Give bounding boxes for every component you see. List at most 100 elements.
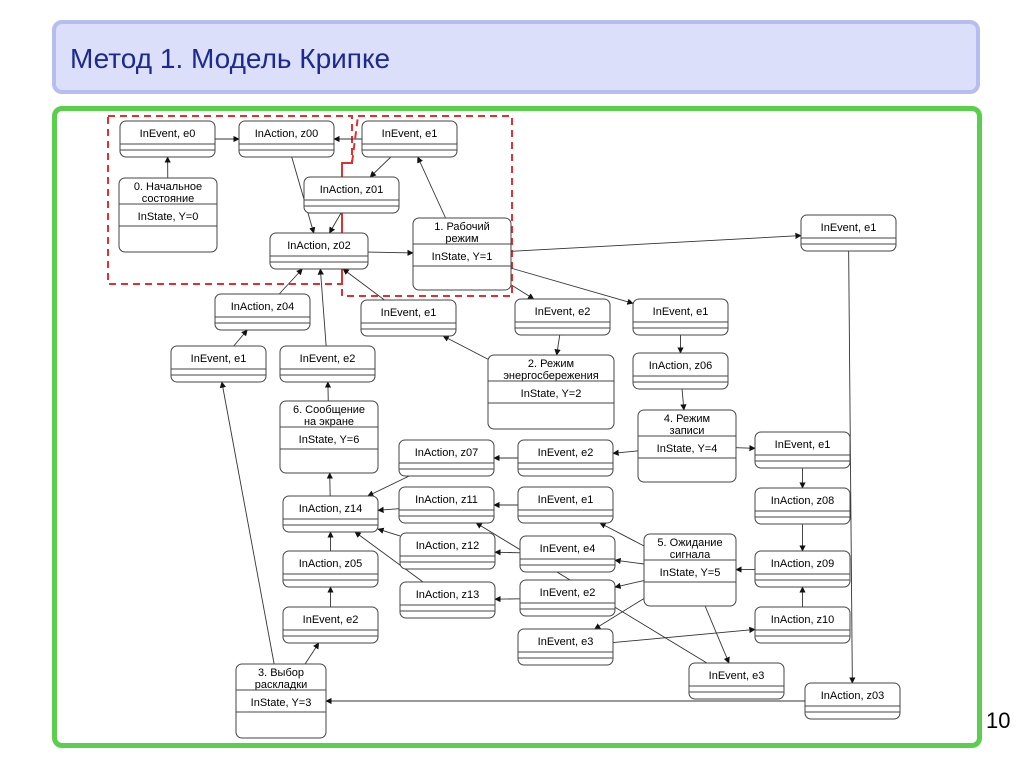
action-node: InAction, z14 <box>282 495 379 533</box>
node-label: InEvent, e3 <box>709 670 765 682</box>
state-title-line: 3. Выбор <box>258 667 304 679</box>
transition-arrow <box>219 381 275 665</box>
node-label: InAction, z14 <box>299 503 363 515</box>
action-node: InAction, z11 <box>398 486 495 524</box>
node-label: InAction, z00 <box>255 128 319 140</box>
event-node: InEvent, e1 <box>632 298 729 336</box>
transition-arrow <box>278 268 303 295</box>
event-node: InEvent, e1 <box>517 486 614 524</box>
transition-arrow <box>704 605 730 664</box>
slide-title: Метод 1. Модель Крипке <box>70 43 391 74</box>
node-label: InAction, z10 <box>771 614 835 626</box>
transition-arrow <box>510 232 802 252</box>
transition-arrow <box>304 642 320 665</box>
node-label: InEvent, e2 <box>540 587 596 599</box>
transition-arrow <box>612 449 639 456</box>
highlight-region-right <box>341 115 513 297</box>
state-title-line: режим <box>445 233 478 245</box>
action-node: InAction, z12 <box>399 532 496 570</box>
node-label: InEvent, e1 <box>653 306 709 318</box>
transition-arrow <box>354 531 424 583</box>
state-value: InState, Y=4 <box>657 443 718 455</box>
state-value: InState, Y=0 <box>138 211 199 223</box>
event-node: InEvent, e1 <box>360 299 457 337</box>
node-label: InAction, z05 <box>299 558 363 570</box>
state-title-line: 1. Рабочий <box>434 221 490 233</box>
state-title-line: раскладки <box>255 679 308 691</box>
action-node: InAction, z08 <box>754 487 851 525</box>
node-label: InAction, z02 <box>287 240 351 252</box>
node-label: InEvent, e2 <box>300 353 356 365</box>
transition-arrow <box>594 598 645 630</box>
event-node: InEvent, e2 <box>519 579 616 617</box>
transition-arrow <box>329 212 342 234</box>
node-label: InAction, z08 <box>771 495 835 507</box>
event-node: InEvent, e1 <box>800 214 897 252</box>
node-label: InEvent, e1 <box>382 128 438 140</box>
action-node: InAction, z05 <box>282 550 379 588</box>
state-title-line: 2. Режим <box>528 358 574 370</box>
action-node: InAction, z06 <box>632 352 729 390</box>
node-label: InEvent, e1 <box>775 439 831 451</box>
event-node: InEvent, e3 <box>688 662 785 700</box>
node-label: InEvent, e1 <box>191 353 247 365</box>
node-label: InEvent, e1 <box>538 494 594 506</box>
transition-arrow <box>680 388 687 411</box>
state-value: InState, Y=6 <box>299 434 360 446</box>
state-title-line: 4. Режим <box>664 413 710 425</box>
slide-title-bar: Метод 1. Модель Крипке <box>52 20 980 94</box>
action-node: InAction, z04 <box>214 293 311 331</box>
event-node: InEvent, e2 <box>282 606 379 644</box>
transition-arrow <box>233 329 248 347</box>
action-node: InAction, z03 <box>804 682 901 720</box>
event-node: InEvent, e2 <box>279 345 376 383</box>
state-value: InState, Y=5 <box>660 567 721 579</box>
transition-arrow <box>735 445 756 452</box>
transition-arrow <box>367 249 414 257</box>
node-label: InAction, z03 <box>821 690 885 702</box>
state-title-line: 6. Сообщение <box>293 404 365 416</box>
event-node: InEvent, e1 <box>170 345 267 383</box>
event-node: InEvent, e0 <box>119 120 216 158</box>
event-node: InEvent, e1 <box>361 120 458 158</box>
state-title-line: состояние <box>142 193 195 205</box>
state-title-line: на экране <box>304 416 354 428</box>
action-node: InAction, z01 <box>303 176 400 214</box>
transition-arrow <box>369 156 392 178</box>
event-node: InEvent, e4 <box>519 535 616 573</box>
state-title-line: сигнала <box>670 549 711 561</box>
event-node: InEvent, e2 <box>514 298 611 336</box>
event-node: InEvent, e1 <box>754 431 851 469</box>
transition-arrow <box>612 626 756 644</box>
node-label: InAction, z09 <box>771 558 835 570</box>
node-label: InEvent, e3 <box>538 636 594 648</box>
node-label: InEvent, e1 <box>381 307 437 319</box>
transition-arrow <box>367 475 410 497</box>
state-title-line: энергосбережения <box>503 370 598 382</box>
node-label: InAction, z13 <box>416 589 480 601</box>
transition-arrow <box>291 156 316 234</box>
node-label: InEvent, e4 <box>540 543 596 555</box>
page-number: 10 <box>986 708 1011 733</box>
node-label: InEvent, e1 <box>821 222 877 234</box>
event-node: InEvent, e3 <box>517 628 614 666</box>
transition-arrow <box>442 335 489 360</box>
transition-arrow <box>377 506 400 514</box>
transition-arrow <box>494 549 521 556</box>
state-value: InState, Y=1 <box>432 251 493 263</box>
node-label: InEvent, e2 <box>535 306 591 318</box>
node-label: InAction, z04 <box>231 301 295 313</box>
state-title-line: 5. Ожидание <box>657 537 722 549</box>
state-value: InState, Y=3 <box>251 697 312 709</box>
transition-arrow <box>848 250 856 684</box>
action-node: InAction, z02 <box>269 232 369 270</box>
transition-arrow <box>614 580 645 589</box>
state-title-line: 0. Начальное <box>134 181 202 193</box>
transition-arrow <box>510 284 535 300</box>
